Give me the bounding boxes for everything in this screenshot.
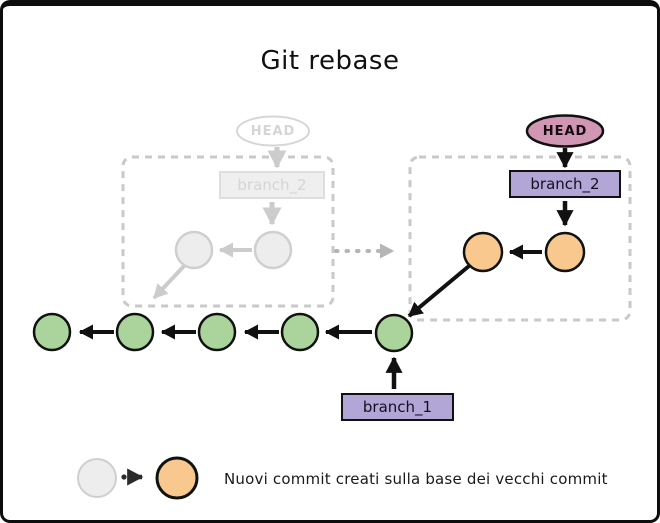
ghost-diagonal-parent-arrow [152,264,186,300]
new-commit-node-left [462,231,504,273]
main-commit-node-2 [115,312,155,352]
branch1-box [341,393,454,421]
ghost-branch2-box [219,171,325,199]
new-commits-dashed-box [408,155,632,322]
ghost-commit-node-right [253,230,293,270]
ghost-branch2-label: branch_2 [237,176,307,194]
branch2-label: branch_2 [530,175,600,193]
legend-caption: Nuovi commit creati sulla base dei vecch… [224,470,608,488]
ghost-head-label: HEAD [250,124,296,139]
ghost-commit-node-left [174,230,214,270]
ghost-head-ellipse [236,115,310,147]
diagram-title: Git rebase [260,46,400,76]
legend-dot [121,474,127,480]
old-commits-dashed-box [121,155,335,308]
branch2-box [509,170,621,198]
rebase-base-diagonal-arrow [407,264,471,318]
head-label: HEAD [542,124,588,139]
legend-old-commit-node [77,458,117,498]
main-commit-node-4 [280,312,320,352]
main-commit-node-3 [197,312,237,352]
new-commit-node-right [544,231,586,273]
head-ellipse [525,114,605,148]
main-commit-node-5 [374,313,414,353]
branch1-label: branch_1 [362,398,433,416]
main-commit-node-1 [32,312,72,352]
legend-new-commit-node [155,456,199,500]
